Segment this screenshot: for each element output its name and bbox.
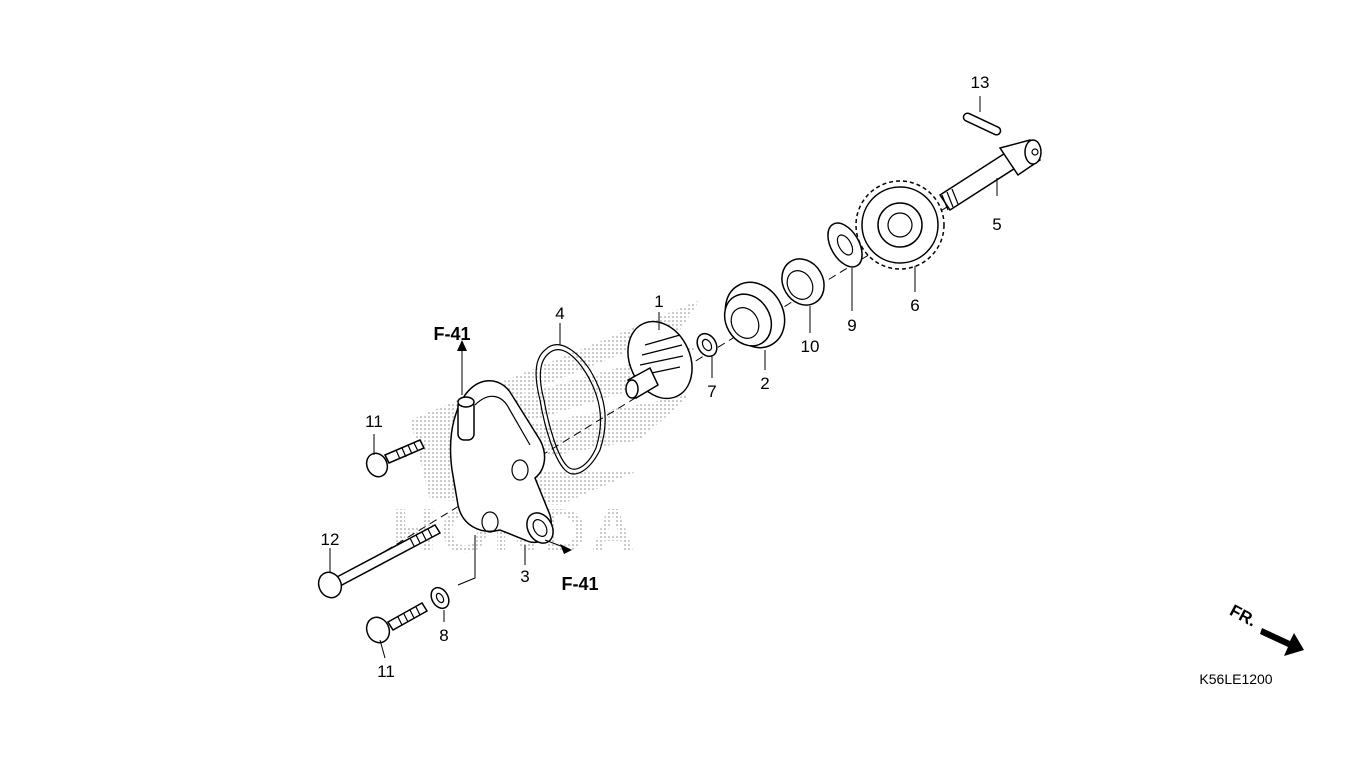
shaft-5 [938, 139, 1042, 212]
gear-6 [855, 180, 945, 270]
callout-12: 12 [321, 530, 340, 549]
washer-8 [430, 586, 450, 610]
front-direction-indicator: FR. [1227, 601, 1304, 656]
washer-7 [696, 332, 718, 358]
callout-2: 2 [760, 374, 769, 393]
bolt-11-lower [365, 601, 429, 644]
callout-4: 4 [555, 304, 564, 323]
bearing-10 [781, 258, 825, 306]
callout-6: 6 [910, 296, 919, 315]
callout-7: 7 [707, 382, 716, 401]
arrow-up-icon [457, 340, 467, 351]
bolt-11-upper [365, 439, 426, 478]
impeller-1 [625, 320, 693, 400]
callout-8: 8 [439, 626, 448, 645]
gasket-4 [535, 344, 606, 475]
callout-9: 9 [847, 316, 856, 335]
callout-3: 3 [520, 567, 529, 586]
seal-2 [723, 281, 786, 349]
reference-label-top[interactable]: F-41 [433, 324, 470, 344]
callout-5: 5 [992, 215, 1001, 234]
diagram-code: K56LE1200 [1199, 671, 1272, 687]
callout-13: 13 [971, 73, 990, 92]
callout-10: 10 [801, 337, 820, 356]
reference-label-bottom[interactable]: F-41 [561, 574, 598, 594]
leader-lines [329, 96, 998, 659]
pin-13 [962, 112, 1002, 136]
front-arrow-icon [1260, 628, 1304, 656]
bolt-12 [317, 524, 442, 599]
direction-label: FR. [1227, 601, 1260, 631]
callout-11-upper: 11 [365, 412, 383, 431]
callout-11-lower: 11 [377, 662, 395, 681]
pump-cover-3 [449, 380, 554, 544]
reference-arrows [457, 340, 572, 554]
arrow-down-right-icon [560, 544, 572, 554]
callout-1: 1 [654, 292, 663, 311]
washer-9 [827, 222, 863, 268]
